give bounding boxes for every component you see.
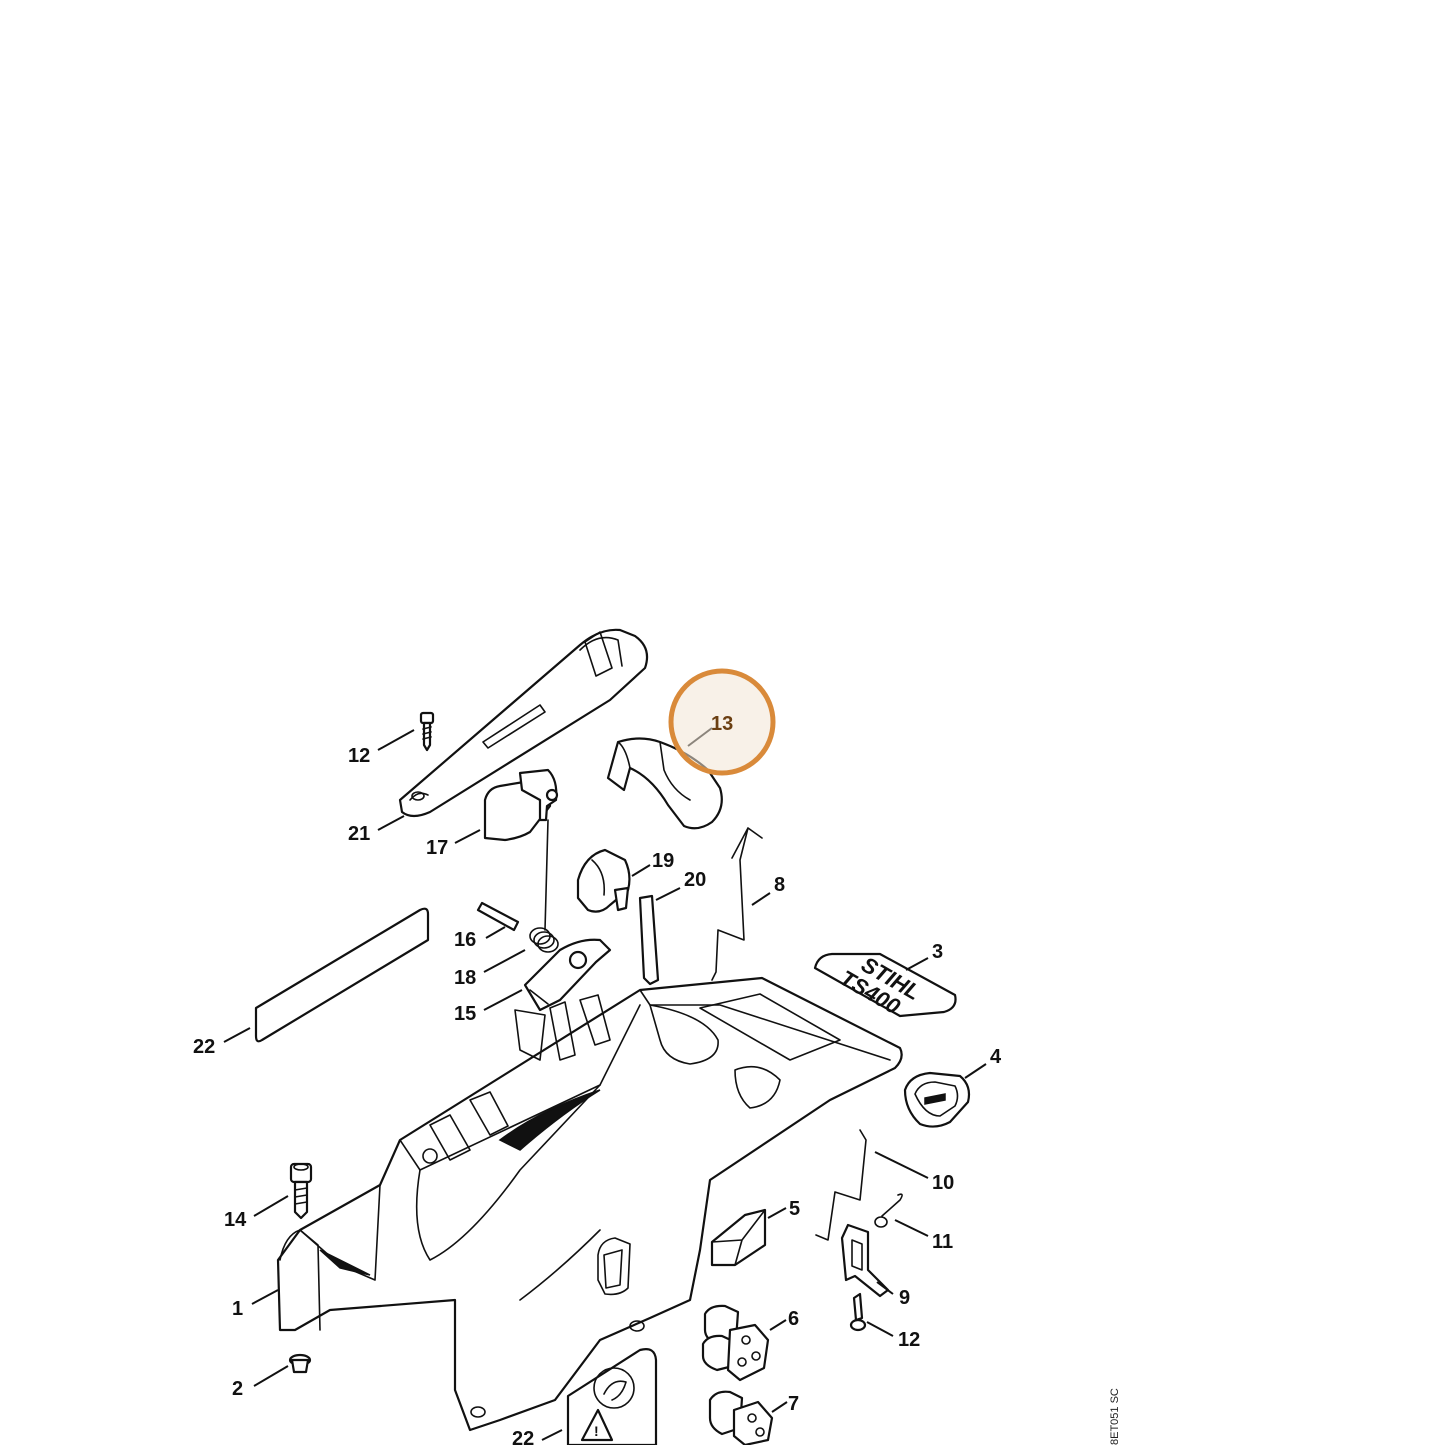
part-12-screw-top: [419, 711, 435, 752]
label-16: 16: [454, 929, 476, 951]
label-13[interactable]: 13: [711, 713, 733, 735]
part-10-wire: [815, 1129, 867, 1241]
highlight-callout[interactable]: 13: [668, 668, 776, 776]
part-12-screw-bottom: [849, 1292, 867, 1332]
part-5-block: [710, 1208, 767, 1267]
part-21-handle: [398, 628, 649, 818]
label-15: 15: [454, 1003, 476, 1025]
label-22-left: 22: [193, 1036, 215, 1058]
label-7: 7: [788, 1393, 799, 1415]
label-4: 4: [990, 1046, 1002, 1068]
part-11-spring: [874, 1193, 903, 1228]
part-4-grommet: [903, 1071, 971, 1128]
part-16-pin: [476, 901, 520, 932]
part-labels: 12 21 17 19 20 8 16 18 15 3 22 4 10 14 5…: [193, 745, 1002, 1445]
part-2-bolt: [288, 1353, 312, 1374]
highlight-ring[interactable]: [668, 668, 776, 776]
part-22-decal-panel: [254, 907, 430, 1043]
label-8: 8: [774, 874, 785, 896]
label-12-bottom: 12: [898, 1329, 920, 1351]
label-22-bottom: 22: [512, 1428, 534, 1445]
label-6: 6: [788, 1308, 799, 1330]
label-21: 21: [348, 823, 370, 845]
label-14: 14: [224, 1209, 247, 1231]
leader-lines: [223, 727, 987, 1441]
svg-text:!: !: [594, 1423, 599, 1439]
label-3: 3: [932, 941, 943, 963]
drawing-code: 8ET051 SC: [1109, 1388, 1121, 1445]
label-20: 20: [684, 869, 706, 891]
part-7-element: [708, 1390, 774, 1445]
label-11: 11: [932, 1231, 953, 1253]
label-5: 5: [789, 1198, 800, 1220]
part-1-housing: [276, 976, 903, 1432]
label-9: 9: [899, 1287, 910, 1309]
part-8-wire: [711, 827, 763, 981]
label-17: 17: [426, 837, 448, 859]
part-14-screw: [289, 1162, 313, 1220]
part-22-warning-decal: !: [566, 1348, 658, 1445]
part-15-lever: [523, 938, 612, 1012]
part-20-rod: [638, 894, 660, 986]
part-17-trigger: [483, 768, 559, 931]
label-10: 10: [932, 1172, 954, 1194]
label-12-top: 12: [348, 745, 370, 767]
part-6-element: [701, 1304, 770, 1382]
part-19-lever: [576, 848, 631, 913]
label-18: 18: [454, 967, 476, 989]
label-2: 2: [232, 1378, 243, 1400]
label-1: 1: [232, 1298, 243, 1320]
label-19: 19: [652, 850, 674, 872]
part-18-spring: [529, 927, 559, 953]
